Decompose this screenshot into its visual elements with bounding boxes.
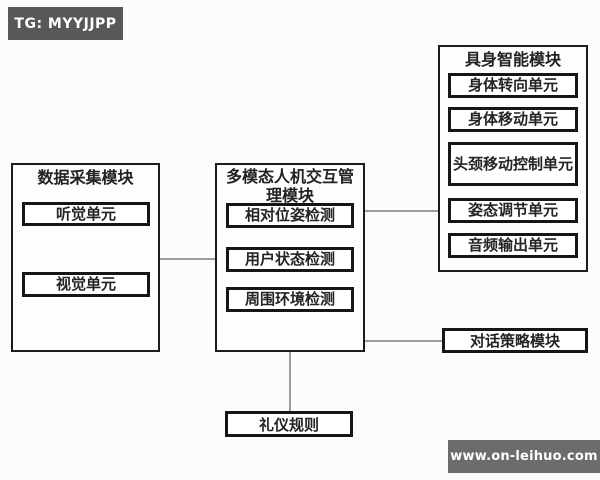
unit-visual: 视觉单元 <box>22 272 150 297</box>
unit-environment-detection: 周围环境检测 <box>226 287 354 312</box>
module-embodied-intelligence-title: 具身智能模块 <box>464 50 561 69</box>
module-embodied-intelligence: 具身智能模块 身体转向单元 身体移动单元 头颈移动控制单元 姿态调节单元 音频输… <box>438 45 588 272</box>
module-data-collection-title: 数据采集模块 <box>37 168 134 187</box>
unit-head-neck-movement-control: 头颈移动控制单元 <box>448 142 578 186</box>
connector-interaction-to-dialogue <box>365 340 442 342</box>
tg-watermark-badge: TG: MYYJJPP <box>8 7 123 40</box>
unit-auditory: 听觉单元 <box>22 202 150 226</box>
unit-user-state-detection: 用户状态检测 <box>226 247 354 272</box>
unit-relative-pose-detection: 相对位姿检测 <box>226 203 354 228</box>
unit-body-movement: 身体移动单元 <box>448 107 578 132</box>
connector-interaction-to-embodied <box>365 210 438 212</box>
unit-posture-adjustment: 姿态调节单元 <box>448 198 578 223</box>
unit-audio-output: 音频输出单元 <box>448 233 578 258</box>
site-watermark-bar: www.on-leihuo.com <box>448 440 600 473</box>
module-dialogue-strategy: 对话策略模块 <box>442 328 588 353</box>
module-interaction-management-title: 多模态人机交互管理模块 <box>225 167 354 205</box>
module-etiquette-rules: 礼仪规则 <box>225 411 353 437</box>
connector-interaction-to-etiquette <box>289 352 291 411</box>
module-data-collection: 数据采集模块 听觉单元 视觉单元 <box>11 163 160 352</box>
module-interaction-management: 多模态人机交互管理模块 相对位姿检测 用户状态检测 周围环境检测 <box>215 163 365 352</box>
unit-body-turning: 身体转向单元 <box>448 73 578 98</box>
connector-data-to-interaction <box>160 258 215 260</box>
